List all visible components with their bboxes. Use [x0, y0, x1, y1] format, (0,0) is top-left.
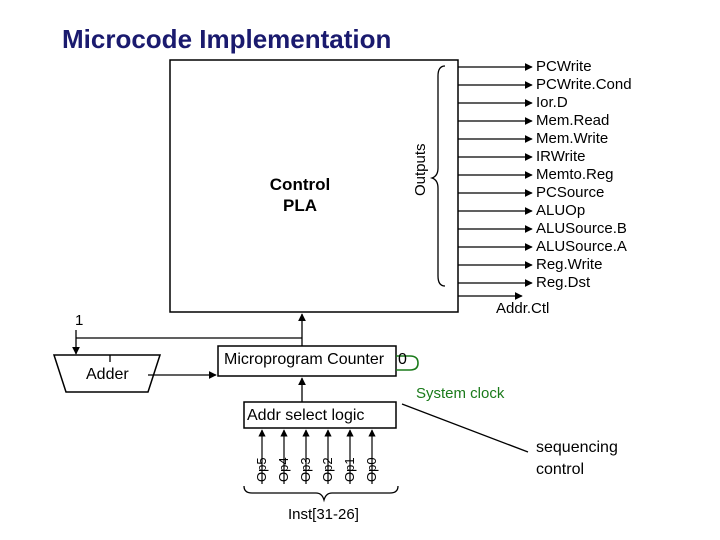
sequencing-control-label: sequencing control [536, 437, 618, 481]
output-signal-label: Mem.Write [536, 130, 609, 147]
output-signal-label: Mem.Read [536, 112, 610, 129]
signal-arrows [458, 63, 533, 287]
control-pla-label: Control PLA [240, 174, 360, 216]
addr-select-logic-label: Addr select logic [247, 407, 365, 424]
outputs-brace-left [429, 65, 446, 287]
sequencing-line1: sequencing [536, 439, 618, 456]
output-signal-label: PCWrite.Cond [536, 76, 632, 93]
addr-ctl-label: Addr.Ctl [496, 300, 550, 317]
adder-label: Adder [86, 366, 129, 383]
output-signal-label: Reg.Write [536, 256, 603, 273]
pla-label-line2: PLA [283, 196, 317, 215]
zero-label: 0 [398, 351, 407, 368]
output-signal-label: ALUSource.B [536, 220, 627, 237]
opcode-arrows [258, 429, 376, 484]
output-signal-label: Memto.Reg [536, 166, 614, 183]
pla-label-line1: Control [269, 175, 331, 194]
output-signal-label: Ior.D [536, 94, 568, 111]
inst-brace [243, 485, 399, 503]
sequencing-leader [401, 403, 529, 453]
clock-connector [396, 355, 419, 371]
sequencing-line2: control [536, 461, 585, 478]
output-signal-label: PCWrite [536, 58, 592, 75]
opcode-bit-label: Op2 [320, 457, 335, 482]
adder-shape [52, 354, 162, 393]
outputs-label: Outputs [412, 143, 429, 196]
opcode-bit-label: Op3 [298, 457, 313, 482]
opcode-bit-label: Op5 [254, 457, 269, 482]
microprogram-counter-box [217, 345, 397, 377]
constant-one-label: 1 [75, 312, 84, 329]
output-signal-label: ALUOp [536, 202, 586, 219]
microprogram-counter-label: Microprogram Counter [224, 351, 385, 368]
instruction-field-label: Inst[31-26] [288, 506, 359, 523]
output-signal-label: PCSource [536, 184, 605, 201]
page-title: Microcode Implementation [62, 24, 392, 54]
opcode-bit-label: Op1 [342, 457, 357, 482]
output-signal-label: Reg.Dst [536, 274, 591, 291]
addr-select-logic-box [243, 401, 397, 429]
control-pla-box [169, 59, 459, 313]
output-signal-label: IRWrite [536, 148, 586, 165]
opcode-bit-label: Op4 [276, 457, 291, 482]
opcode-bit-label: Op0 [364, 457, 379, 482]
output-signal-label: ALUSource.A [536, 238, 627, 255]
system-clock-label: System clock [416, 385, 505, 402]
